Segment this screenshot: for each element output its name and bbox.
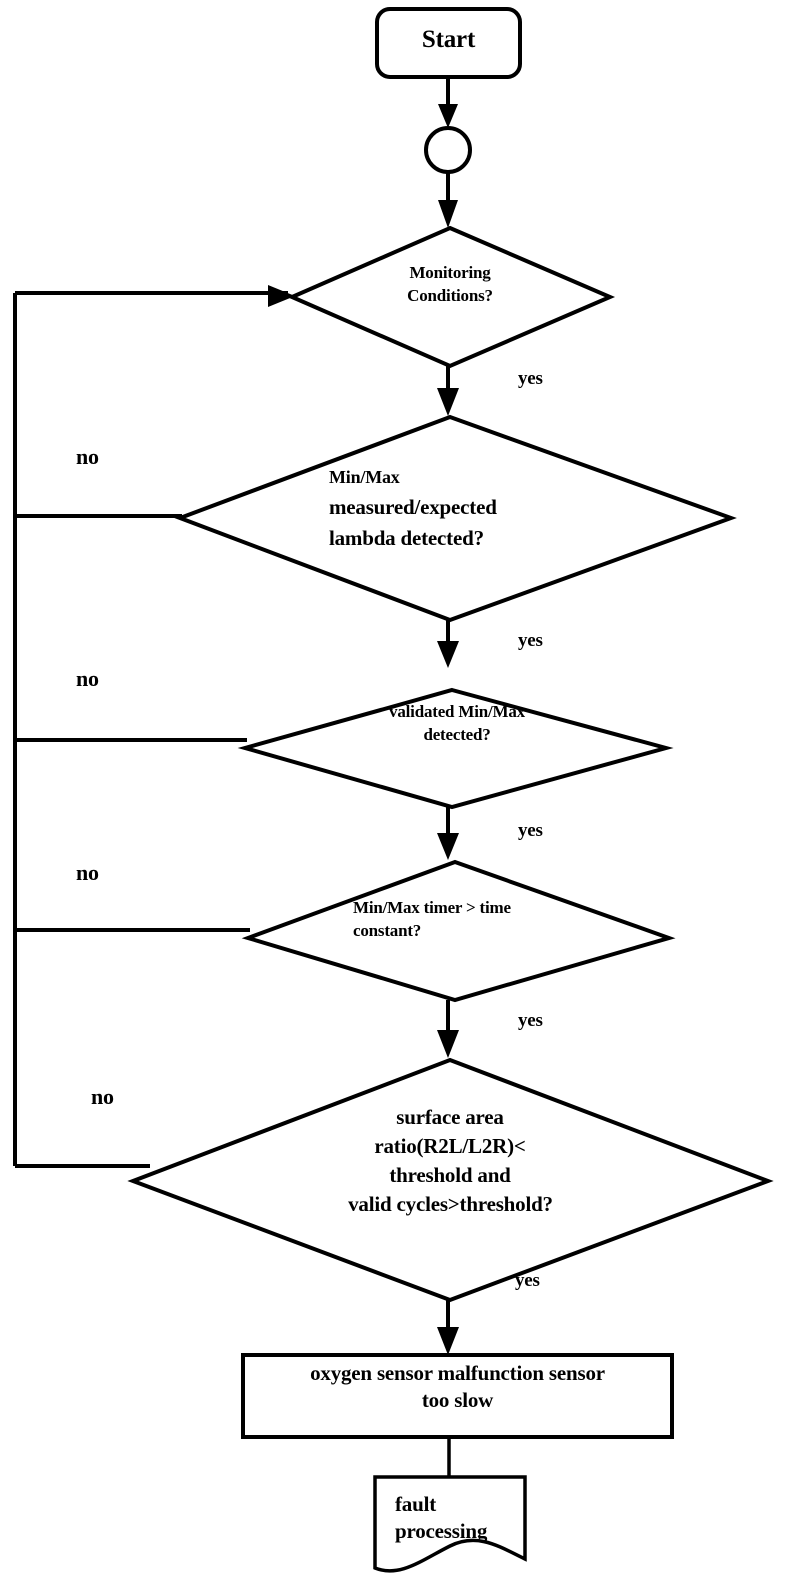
arrowhead-decision3-yes bbox=[437, 833, 459, 860]
decision-validated-minmax-shape[interactable] bbox=[237, 687, 674, 810]
arrowhead-decision2-yes bbox=[437, 641, 459, 668]
edge-label-no-4: no bbox=[91, 1084, 114, 1109]
decision-surface-area-ratio-label-line2: ratio(R2L/L2R)< bbox=[374, 1134, 526, 1158]
start-node-label: Start bbox=[421, 26, 476, 53]
document-fault-processing-shape[interactable] bbox=[373, 1475, 527, 1573]
process-oxygen-sensor-malfunction-shape[interactable] bbox=[241, 1353, 674, 1439]
decision-minmax-timer-label-line1: Min/Max timer > time bbox=[353, 898, 511, 917]
decision-surface-area-ratio-label-line1: surface area bbox=[396, 1105, 504, 1129]
arrowhead-decision1-yes bbox=[437, 388, 459, 416]
decision-minmax-timer-label-line2: constant? bbox=[353, 921, 422, 940]
decision-monitoring-conditions-label-line1: Monitoring bbox=[409, 263, 491, 282]
process-oxygen-sensor-malfunction-label-line2: too slow bbox=[421, 1388, 494, 1412]
connector-circle-shape[interactable] bbox=[424, 126, 472, 174]
document-fault-processing-label-line2: processing bbox=[395, 1519, 488, 1543]
document-fault-processing-label-line1: fault bbox=[395, 1492, 437, 1516]
decision-minmax-lambda-label-line2: measured/expected bbox=[329, 495, 497, 519]
edge-label-yes-4: yes bbox=[518, 1010, 543, 1031]
decision-surface-area-ratio-label-line3: threshold and bbox=[389, 1163, 511, 1187]
decision-validated-minmax-label-line2: detected? bbox=[423, 725, 491, 744]
arrowhead-circle-to-decision1 bbox=[438, 200, 458, 228]
decision-minmax-lambda-label-line1: Min/Max bbox=[329, 467, 400, 487]
decision-validated-minmax-label-line1: validated Min/Max bbox=[389, 702, 525, 721]
decision-minmax-timer-shape[interactable] bbox=[241, 859, 676, 1003]
edge-label-yes-2: yes bbox=[518, 630, 543, 651]
edge-label-yes-5: yes bbox=[515, 1270, 540, 1291]
decision-minmax-lambda-label-line3: lambda detected? bbox=[329, 526, 484, 550]
edge-label-yes-1: yes bbox=[518, 368, 543, 389]
arrowhead-feedback-to-decision1 bbox=[268, 285, 295, 307]
edge-label-no-2: no bbox=[76, 666, 99, 691]
edge-label-no-3: no bbox=[76, 860, 99, 885]
arrowhead-decision4-yes bbox=[437, 1030, 459, 1058]
arrowhead-decision5-yes bbox=[437, 1327, 459, 1355]
edge-label-yes-3: yes bbox=[518, 820, 543, 841]
arrowhead-start-to-circle bbox=[438, 104, 458, 128]
decision-surface-area-ratio-label-line4: valid cycles>threshold? bbox=[348, 1192, 553, 1216]
decision-monitoring-conditions-label-line2: Conditions? bbox=[407, 286, 493, 305]
edge-label-no-1: no bbox=[76, 444, 99, 469]
process-oxygen-sensor-malfunction-label-line1: oxygen sensor malfunction sensor bbox=[310, 1361, 605, 1385]
